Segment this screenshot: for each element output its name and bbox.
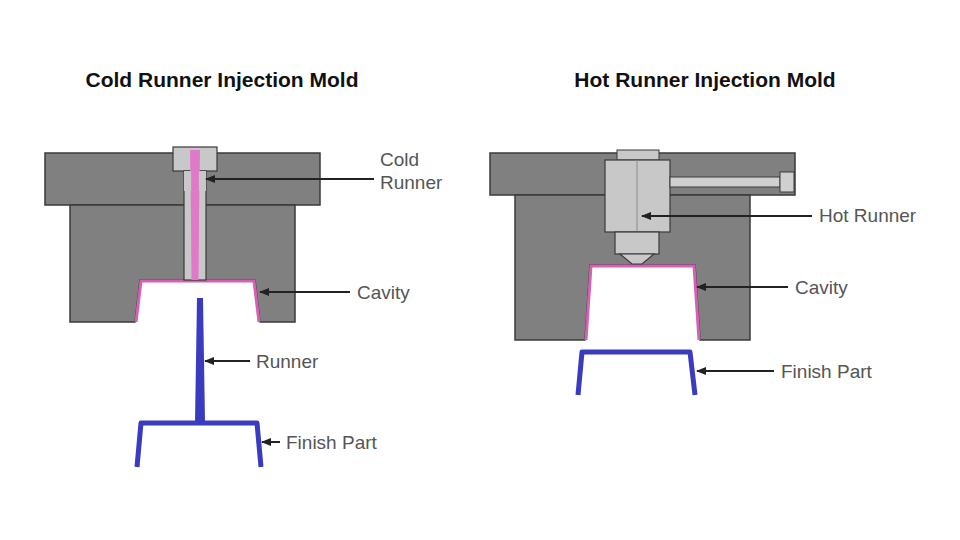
part-label: Cavity bbox=[795, 276, 848, 299]
part-label: Cold Runner bbox=[380, 148, 460, 194]
part-label: Runner bbox=[256, 350, 318, 373]
part-label: Cavity bbox=[357, 281, 410, 304]
leader-arrows bbox=[205, 179, 812, 442]
part-label: Hot Runner bbox=[819, 204, 916, 227]
cold-runner-mold bbox=[45, 147, 320, 322]
hot-finish-part bbox=[578, 352, 695, 395]
hot-runner-mold bbox=[490, 150, 795, 340]
cold-finish-part bbox=[137, 298, 261, 467]
part-label: Finish Part bbox=[781, 360, 872, 383]
diagram-title: Hot Runner Injection Mold bbox=[555, 66, 855, 94]
diagram-title: Cold Runner Injection Mold bbox=[72, 66, 372, 94]
part-label: Finish Part bbox=[286, 431, 377, 454]
